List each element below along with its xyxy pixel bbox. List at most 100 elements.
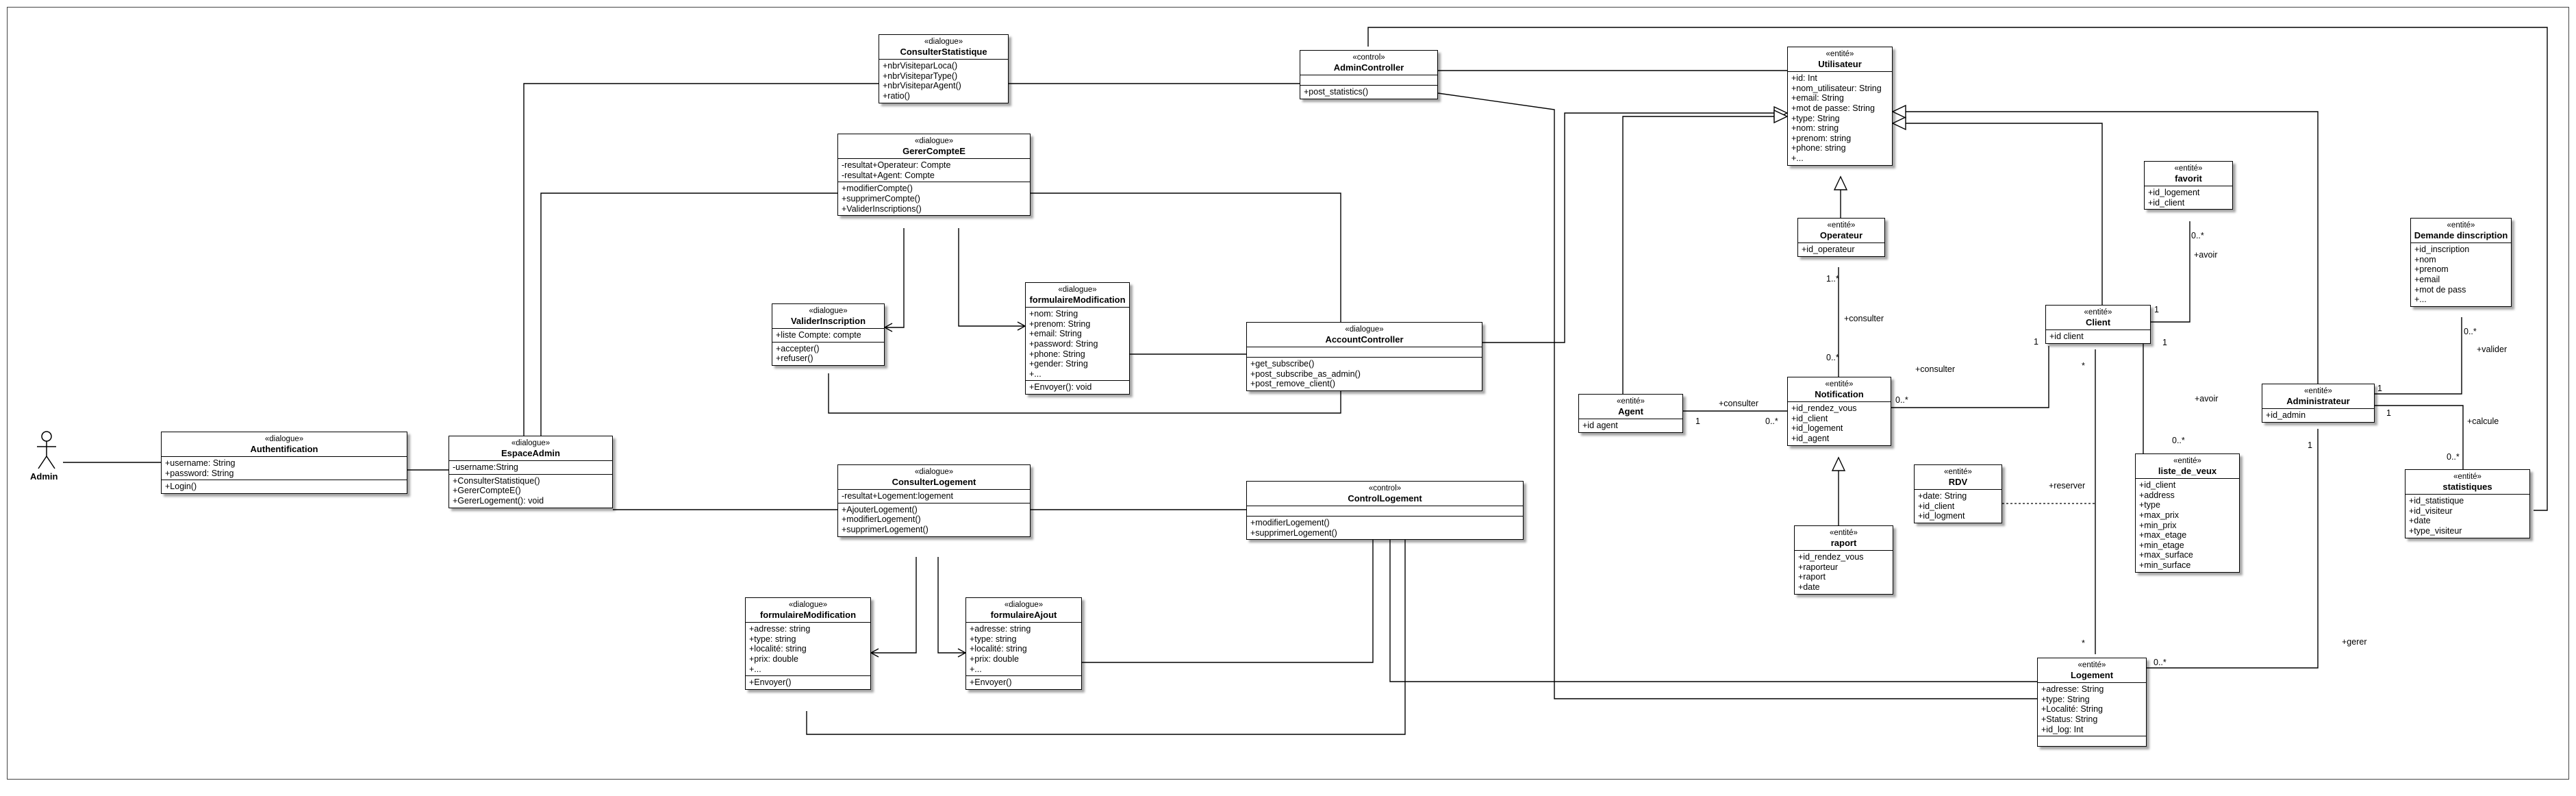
class-name: Logement xyxy=(2070,669,2114,680)
class-stereotype: «dialogue» xyxy=(1058,286,1097,294)
class-stereotype: «dialogue» xyxy=(264,435,304,443)
class-raport[interactable]: «entité»raport+id_rendez_vous+raporteur+… xyxy=(1794,525,1893,595)
class-name: Notification xyxy=(1815,388,1864,399)
class-formulaire-modification-logement[interactable]: «dialogue»formulaireModification +adresse… xyxy=(745,597,871,690)
label-multiplicity: 0..* xyxy=(2191,231,2204,240)
class-member: +nbrVisiteparAgent() xyxy=(883,81,961,91)
class-statistiques[interactable]: «entité»statistiques+id_statistique+id_v… xyxy=(2405,469,2530,538)
controllog-logement-link xyxy=(1389,538,2037,682)
class-utilisateur[interactable]: «entité»Utilisateur+id: Int+nom_utilisat… xyxy=(1787,47,1893,166)
class-name: AdminController xyxy=(1333,62,1404,73)
class-liste-de-veux[interactable]: «entité»liste_de_veux+id_client+address+… xyxy=(2135,453,2240,573)
class-consulter-statistique[interactable]: «dialogue»ConsulterStatistique +nbrVisite… xyxy=(879,34,1009,103)
class-member: -resultat+Agent: Compte xyxy=(842,170,935,180)
label-multiplicity: * xyxy=(2082,638,2085,648)
class-stereotype: «dialogue» xyxy=(914,468,954,476)
espace-gerer-link xyxy=(540,192,837,436)
class-header: «dialogue»EspaceAdmin xyxy=(449,436,612,462)
label-multiplicity: 1 xyxy=(1695,416,1700,426)
class-member: +get_subscribe() xyxy=(1250,359,1315,369)
class-member: +max_etage xyxy=(2139,530,2187,540)
class-compartment: +modifierCompte()+supprimerCompte()+Vali… xyxy=(838,182,1030,215)
class-member: +post_remove_client() xyxy=(1250,379,1336,389)
class-authentification[interactable]: «dialogue»Authentification+username: Str… xyxy=(161,432,407,494)
class-stereotype: «entité» xyxy=(1827,221,1856,229)
class-header: «entité»Client xyxy=(2046,306,2150,331)
class-header: «dialogue»AccountController xyxy=(1247,323,1482,348)
label-multiplicity: 1 xyxy=(2034,337,2038,347)
class-logement[interactable]: «entité»Logement+adresse: String+type: S… xyxy=(2037,658,2147,747)
class-administrateur[interactable]: «entité»Administrateur+id_admin xyxy=(2262,384,2375,423)
class-compartment: +adresse: string+type: string+localité: … xyxy=(966,623,1081,677)
class-member: +... xyxy=(970,664,982,674)
label-calcule: +calcule xyxy=(2467,416,2499,426)
class-formulaire-ajout[interactable]: «dialogue»formulaireAjout+adresse: strin… xyxy=(965,597,1082,690)
class-member: +nom xyxy=(2414,254,2436,264)
class-compartment: +modifierLogement()+supprimerLogement() xyxy=(1247,517,1523,539)
class-gerer-compte[interactable]: «dialogue»GererCompteE-resultat+Operateu… xyxy=(837,134,1031,216)
class-rdv[interactable]: «entité»RDV+date: String+id_client+id_lo… xyxy=(1914,464,2002,523)
class-member: +min_prix xyxy=(2139,520,2177,530)
class-name: formulaireModification xyxy=(759,609,857,620)
class-agent[interactable]: «entité»Agent+id agent xyxy=(1578,394,1683,433)
class-member: +Localité: String xyxy=(2041,704,2103,714)
label-gerer: +gerer xyxy=(2342,637,2367,647)
class-consulter-logement[interactable]: «dialogue»ConsulterLogement-resultat+Log… xyxy=(837,464,1031,537)
class-member: +modifierLogement() xyxy=(1250,518,1330,528)
class-member: +id_operateur xyxy=(1802,245,1855,255)
class-member: +id_client xyxy=(1918,501,1955,511)
class-member: +username: String xyxy=(165,458,236,469)
class-notification[interactable]: «entité»Notification+id_rendez_vous+id_c… xyxy=(1787,377,1891,446)
class-member: +min_etage xyxy=(2139,540,2184,550)
label-multiplicity: 1..* xyxy=(1826,274,1839,284)
class-stereotype: «control» xyxy=(1368,484,1402,493)
class-member: +id_rendez_vous xyxy=(1791,403,1857,414)
class-formulaire-modification-compte[interactable]: «dialogue»formulaireModification+nom: St… xyxy=(1025,282,1130,395)
class-compartment: -resultat+Logement:logement xyxy=(838,490,1030,503)
class-member: -username:String xyxy=(453,462,518,473)
class-compartment: +id_logement+id_client xyxy=(2145,186,2232,209)
class-name: ValiderInscription xyxy=(790,315,866,326)
class-member: +id_inscription xyxy=(2414,245,2470,255)
class-member: +id_logment xyxy=(1918,511,1965,521)
class-member: +prix: double xyxy=(749,654,798,664)
class-member: +id_logement xyxy=(1791,423,1843,434)
class-member: +Envoyer() xyxy=(749,677,792,688)
class-member: +localité: string xyxy=(749,644,807,654)
class-compartment: +id_client+address+type+max_prix+min_pri… xyxy=(2136,479,2239,571)
gerer-valider-link xyxy=(883,228,905,332)
class-member: +adresse: string xyxy=(970,624,1031,634)
class-demande-inscription[interactable]: «entité»Demande dinscription+id_inscript… xyxy=(2410,218,2512,307)
class-compartment: +username: String+password: String xyxy=(162,457,407,481)
class-header: «entité»Agent xyxy=(1579,395,1682,420)
client-gen xyxy=(1891,116,2103,305)
class-header: «entité»Operateur xyxy=(1798,219,1884,244)
class-client[interactable]: «entité»Client+id client xyxy=(2045,305,2151,344)
class-account-controller[interactable]: «dialogue»AccountController +get_subscrib… xyxy=(1246,322,1482,391)
class-member: +prenom xyxy=(2414,264,2449,275)
class-member: +adresse: string xyxy=(749,624,811,634)
class-name: Demande dinscription xyxy=(2414,229,2508,240)
class-compartment: +liste Compte: compte xyxy=(772,329,884,343)
class-header: «entité»statistiques xyxy=(2405,470,2529,495)
class-favorit[interactable]: «entité»favorit+id_logement+id_client xyxy=(2144,161,2233,210)
class-header: «dialogue»formulaireModification xyxy=(1026,283,1129,308)
class-valider-inscription[interactable]: «dialogue»ValiderInscription+liste Compt… xyxy=(772,303,885,366)
class-compartment xyxy=(2038,736,2146,746)
class-compartment: +id_operateur xyxy=(1798,243,1884,256)
class-member: +mot de passe: String xyxy=(1791,103,1875,113)
class-member: +type_visiteur xyxy=(2409,525,2462,536)
class-compartment xyxy=(1247,347,1482,358)
class-operateur[interactable]: «entité»Operateur+id_operateur xyxy=(1797,218,1885,257)
class-stereotype: «entité» xyxy=(1830,529,1858,537)
label-multiplicity: 0..* xyxy=(1895,395,1908,405)
class-stereotype: «dialogue» xyxy=(788,601,828,609)
class-name: ConsulterStatistique xyxy=(900,46,987,57)
class-header: «entité»Notification xyxy=(1788,377,1891,403)
class-header: «dialogue»ConsulterStatistique xyxy=(879,35,1008,60)
class-member: +GererCompteE() xyxy=(453,486,521,496)
class-compartment: +AjouterLogement()+modifierLogement()+su… xyxy=(838,503,1030,536)
class-espace-admin[interactable]: «dialogue»EspaceAdmin-username:String+Co… xyxy=(449,436,613,508)
class-admin-controller[interactable]: «control»AdminController+post_statistics… xyxy=(1300,50,1438,99)
class-control-logement[interactable]: «control»ControlLogement+modifierLogemen… xyxy=(1246,481,1524,540)
